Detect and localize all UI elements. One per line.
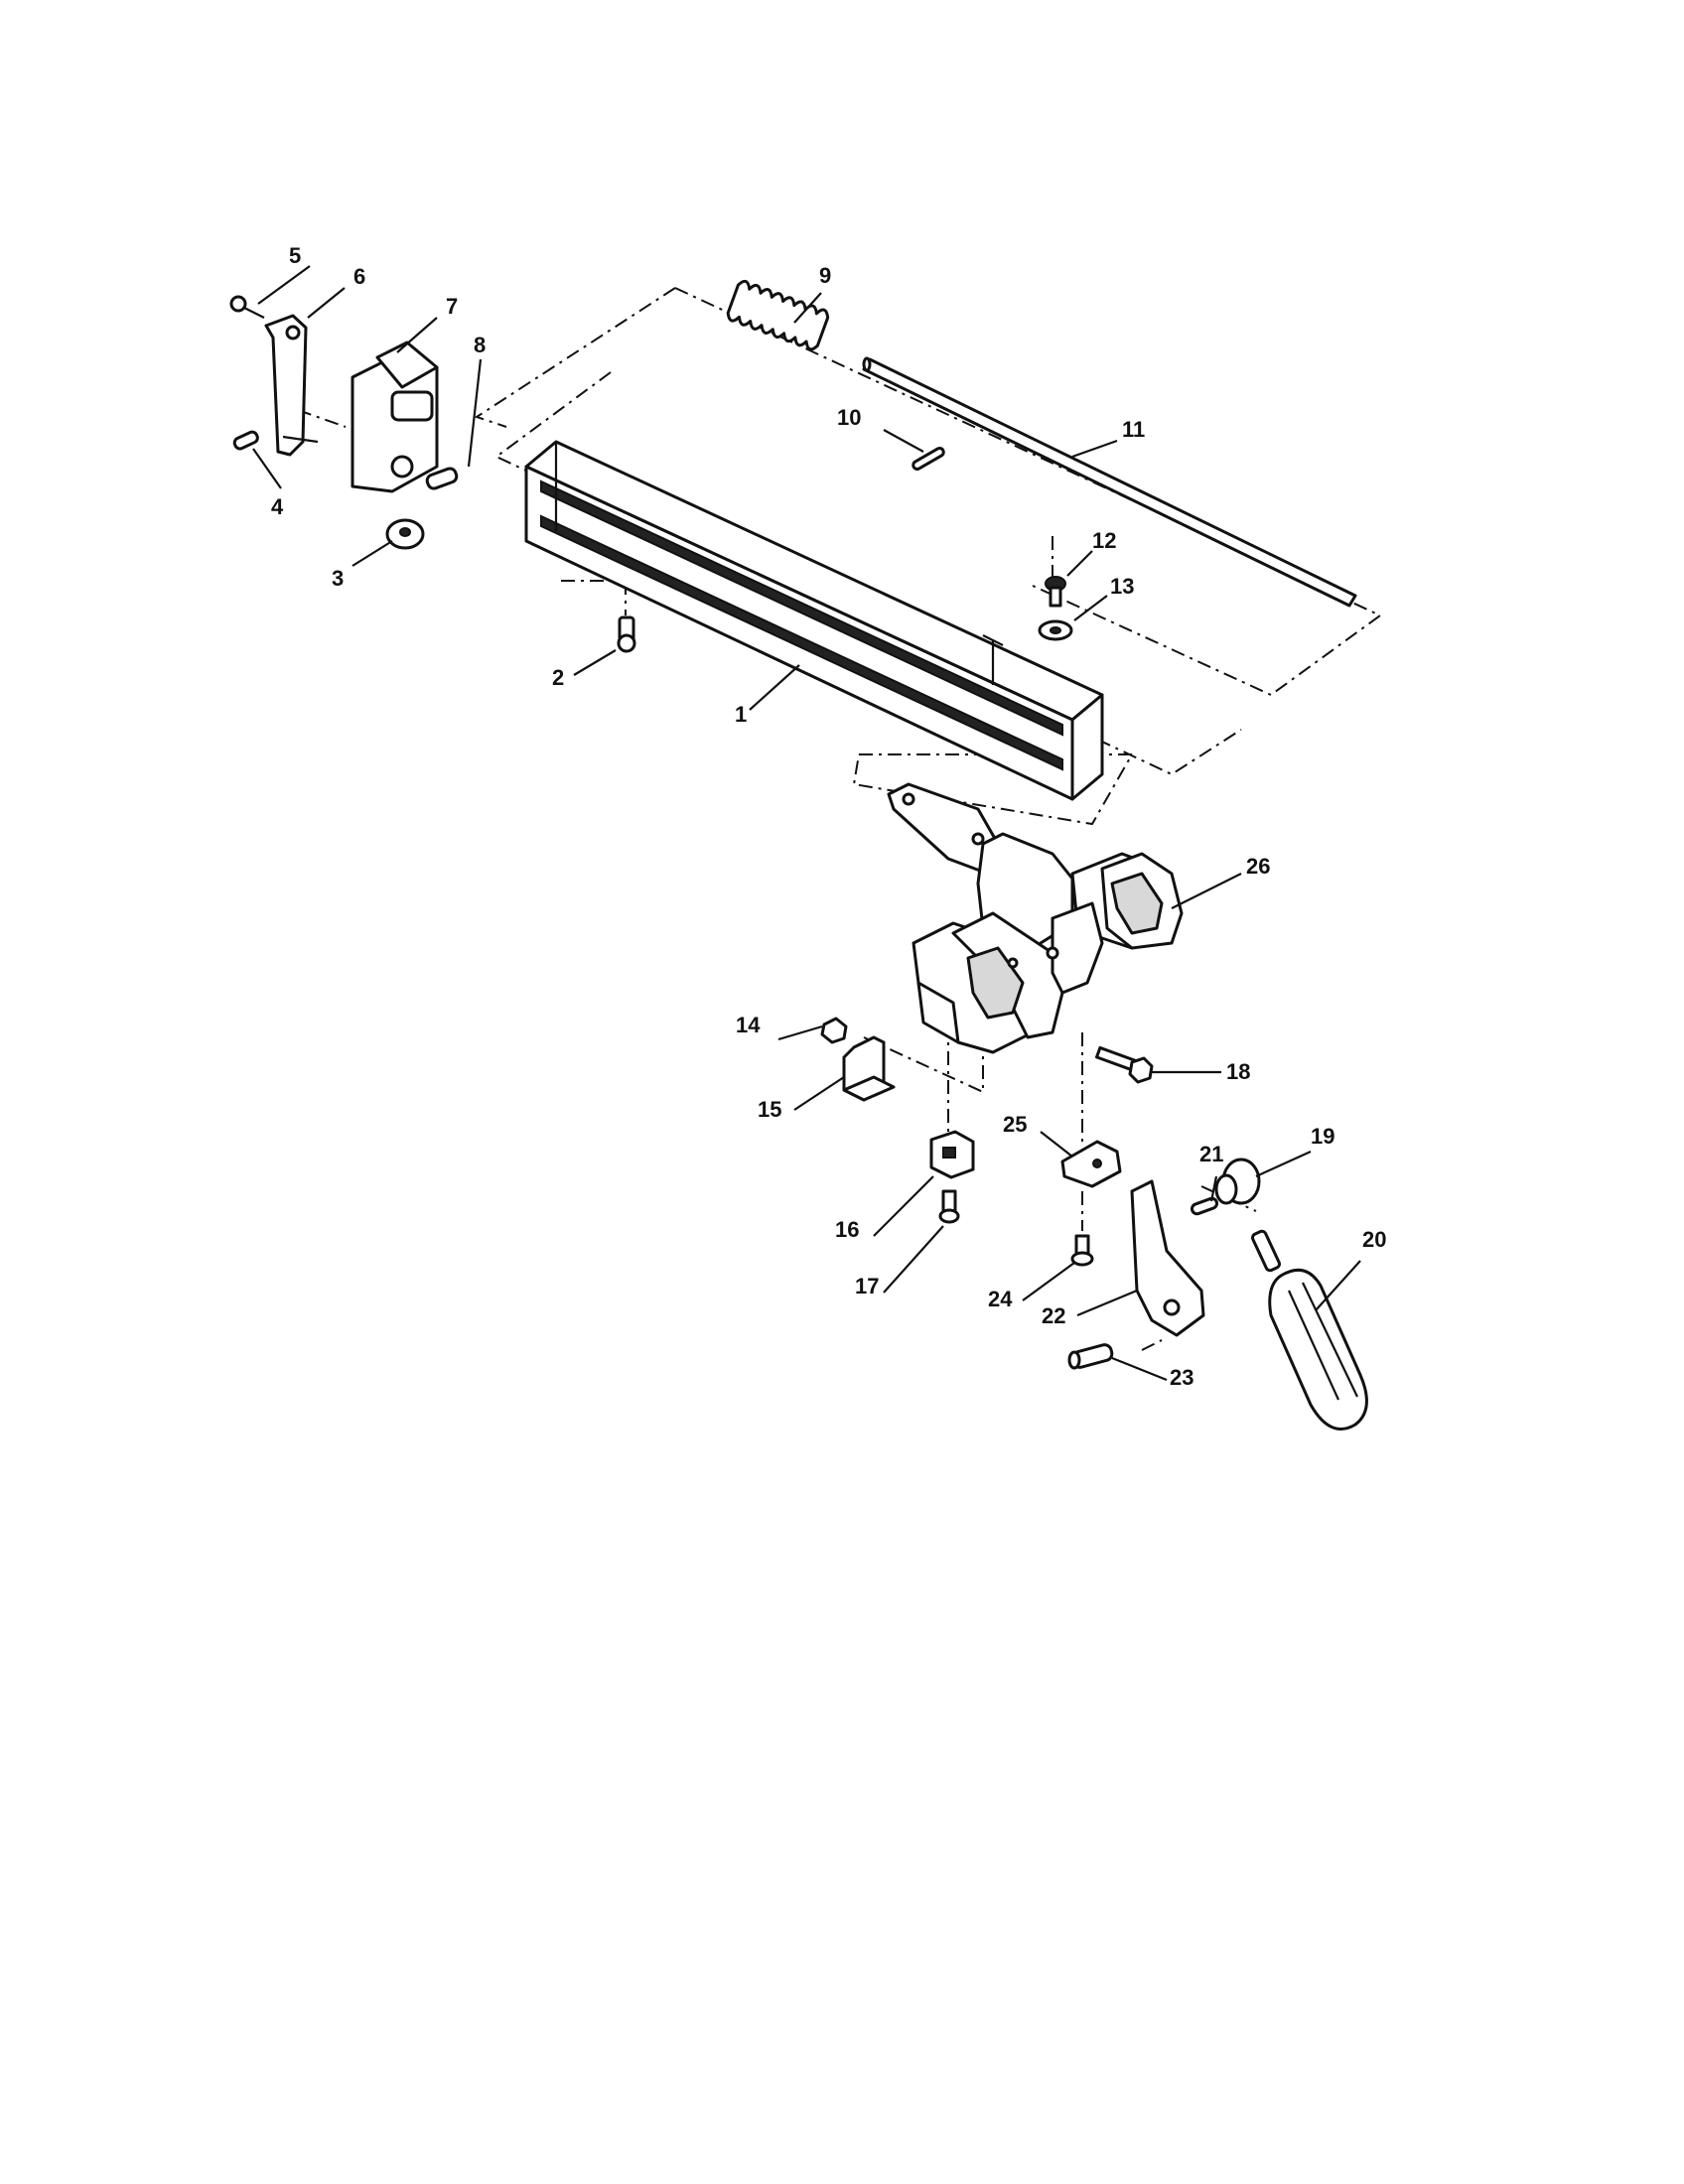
slide-block-part-16 <box>929 1130 975 1179</box>
pin-part-4 <box>232 430 259 451</box>
washer-part-13 <box>1038 619 1073 641</box>
pin-part-8 <box>425 467 459 490</box>
rod-part-11 <box>862 356 1357 608</box>
spring-part-9 <box>726 279 830 351</box>
callout-20: 20 <box>1362 1227 1386 1252</box>
callout-2: 2 <box>552 665 564 690</box>
callout-26: 26 <box>1246 854 1270 879</box>
callout-22: 22 <box>1042 1303 1065 1328</box>
callout-18: 18 <box>1226 1059 1250 1084</box>
clamp-housing-part-7 <box>351 341 439 493</box>
shoulder-pin-part-23 <box>1067 1343 1114 1370</box>
bolt-part-18 <box>1094 1045 1154 1084</box>
callout-leaders <box>252 265 1361 1382</box>
screw-part-5 <box>229 295 265 319</box>
screw-part-12 <box>1045 576 1066 608</box>
callout-9: 9 <box>819 263 831 288</box>
callout-3: 3 <box>332 566 344 591</box>
callout-14: 14 <box>736 1013 761 1037</box>
screw-part-17 <box>938 1189 960 1224</box>
callout-25: 25 <box>1003 1112 1027 1137</box>
callout-4: 4 <box>271 494 284 519</box>
callout-7: 7 <box>446 294 458 319</box>
callout-16: 16 <box>835 1217 859 1242</box>
callout-1: 1 <box>735 702 747 727</box>
callout-23: 23 <box>1170 1365 1193 1390</box>
roller-part-3 <box>385 518 425 550</box>
callout-11: 11 <box>1122 417 1145 442</box>
screw-part-24 <box>1070 1234 1094 1267</box>
callout-10: 10 <box>837 405 861 430</box>
callout-6: 6 <box>353 264 365 289</box>
nut-part-14 <box>820 1017 848 1044</box>
handle-part-20 <box>1251 1229 1368 1431</box>
callout-24: 24 <box>988 1287 1013 1311</box>
screw-part-2 <box>617 615 636 653</box>
fence-rail-part <box>524 440 1104 801</box>
bracket-part-15 <box>842 1035 896 1102</box>
callout-13: 13 <box>1110 574 1134 599</box>
collar-part-19 <box>1214 1158 1261 1205</box>
cam-bracket-part-22 <box>1130 1179 1205 1337</box>
callout-12: 12 <box>1092 528 1116 553</box>
callout-labels: 1 2 3 4 5 6 7 8 9 10 11 12 13 14 15 16 1… <box>271 243 1386 1390</box>
callout-19: 19 <box>1311 1124 1334 1149</box>
callout-8: 8 <box>474 333 486 357</box>
clip-part-25 <box>1060 1140 1122 1188</box>
fence-base-part-26 <box>887 782 1184 1054</box>
callout-17: 17 <box>855 1274 879 1298</box>
callout-5: 5 <box>289 243 301 268</box>
callout-15: 15 <box>758 1097 781 1122</box>
callout-21: 21 <box>1199 1142 1223 1166</box>
pin-part-21 <box>1190 1196 1219 1216</box>
roll-pin-part-10 <box>912 446 945 471</box>
clamp-lever-part-6 <box>264 314 319 457</box>
